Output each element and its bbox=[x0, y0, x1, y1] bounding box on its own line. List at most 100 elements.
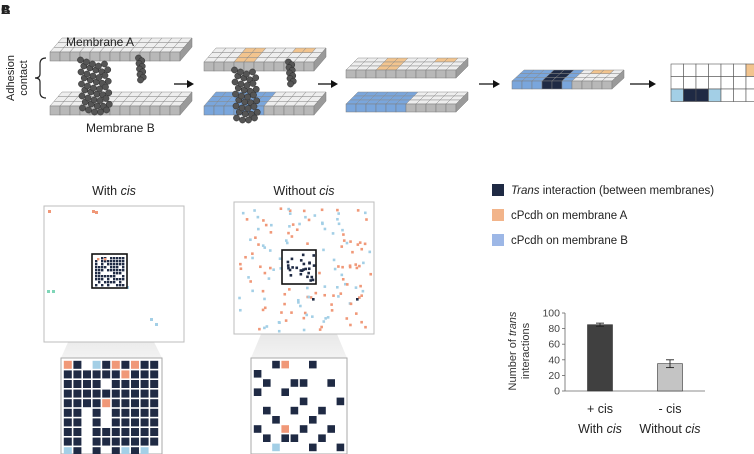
membrane-edge-cell bbox=[203, 105, 215, 116]
molecule bbox=[306, 242, 309, 245]
molecule bbox=[337, 295, 340, 298]
zoom-cell bbox=[263, 379, 271, 387]
result-cell bbox=[695, 76, 709, 90]
zoom-cell bbox=[150, 360, 159, 369]
molecule bbox=[253, 209, 256, 212]
zoom-cell bbox=[73, 408, 82, 417]
molecule bbox=[110, 275, 113, 278]
zoom-cell bbox=[281, 360, 289, 369]
molecule bbox=[279, 267, 283, 270]
cadherin-rod bbox=[237, 68, 249, 124]
cadherin-domain bbox=[77, 56, 84, 64]
membrane-edge-cell bbox=[139, 105, 151, 116]
membrane-edge-cell bbox=[551, 80, 563, 90]
molecule bbox=[302, 328, 306, 332]
zoom-cell bbox=[309, 443, 317, 452]
molecule bbox=[104, 281, 107, 284]
molecule bbox=[119, 278, 122, 281]
chart-y-tick-label: 60 bbox=[548, 339, 560, 351]
molecule bbox=[298, 222, 301, 226]
zoom-cell bbox=[336, 397, 345, 406]
zoom-cell bbox=[111, 418, 120, 427]
zoom-cell bbox=[131, 437, 139, 446]
zoom-cell bbox=[140, 408, 149, 417]
cadherin-domain bbox=[137, 76, 144, 84]
cadherin-domain bbox=[244, 93, 251, 101]
zoom-cell bbox=[102, 370, 111, 379]
molecule bbox=[98, 269, 101, 272]
molecule bbox=[330, 309, 334, 312]
legend-swatch-membrane-b bbox=[492, 234, 504, 246]
cadherin-domain bbox=[105, 89, 113, 97]
membrane-edge-cell bbox=[591, 80, 603, 90]
molecule bbox=[358, 264, 361, 268]
membrane-side bbox=[313, 47, 327, 72]
without-cis-molecules bbox=[238, 207, 373, 333]
membrane-edge-cell bbox=[303, 105, 315, 116]
molecule bbox=[286, 260, 290, 264]
molecule bbox=[95, 263, 98, 266]
molecule bbox=[342, 239, 346, 242]
molecule bbox=[308, 261, 311, 265]
molecule bbox=[320, 208, 324, 212]
molecule bbox=[290, 311, 293, 314]
membrane-side bbox=[455, 91, 469, 113]
membrane-edge-cell bbox=[355, 103, 367, 113]
molecule bbox=[113, 269, 116, 272]
zoom-cell bbox=[83, 380, 91, 388]
cadherin-domain bbox=[253, 97, 261, 105]
molecule bbox=[92, 210, 95, 213]
molecule bbox=[95, 266, 98, 269]
membrane-a-label: Membrane A bbox=[66, 35, 134, 49]
molecule bbox=[263, 326, 266, 330]
molecule bbox=[48, 210, 51, 213]
molecule bbox=[296, 298, 300, 302]
molecule bbox=[116, 272, 119, 275]
zoom-cell bbox=[121, 360, 130, 369]
molecule bbox=[312, 264, 316, 267]
stage2-membrane-a bbox=[203, 47, 327, 72]
molecule bbox=[110, 263, 113, 266]
zoom-cell bbox=[140, 380, 149, 388]
zoom-cell bbox=[121, 370, 130, 379]
molecule bbox=[354, 312, 358, 315]
molecule bbox=[116, 266, 119, 269]
molecule bbox=[356, 298, 359, 301]
result-cell bbox=[670, 76, 684, 90]
pipeline-arrow bbox=[630, 80, 656, 88]
membrane-edge-cell bbox=[395, 103, 407, 113]
molecule bbox=[101, 275, 104, 278]
molecule bbox=[104, 258, 107, 261]
membrane-edge-cell bbox=[293, 105, 305, 116]
molecule bbox=[119, 272, 122, 275]
without-cis-title: Without cis bbox=[273, 184, 334, 198]
membrane-edge-cell bbox=[273, 105, 285, 116]
zoom-cell bbox=[73, 360, 82, 369]
result-cell bbox=[708, 63, 722, 77]
with-cis-simulation bbox=[43, 205, 185, 343]
zoom-cell bbox=[131, 408, 139, 417]
zoom-cell bbox=[92, 399, 101, 408]
molecule bbox=[318, 328, 322, 331]
molecule bbox=[107, 269, 110, 272]
zoom-cell bbox=[140, 389, 149, 398]
molecule bbox=[122, 284, 125, 287]
cadherin-rod bbox=[243, 70, 255, 124]
membrane-edge-cell bbox=[263, 105, 275, 116]
membrane-side bbox=[179, 37, 193, 62]
zoom-cell bbox=[281, 388, 289, 396]
chart-y-tick-label: 100 bbox=[542, 308, 560, 320]
zoom-cell bbox=[83, 370, 91, 379]
adhesion-label-line1: Adhesion bbox=[5, 55, 17, 101]
zoom-cell bbox=[253, 388, 262, 396]
arrow-head bbox=[187, 80, 194, 88]
membrane-edge-cell bbox=[109, 105, 121, 116]
molecule bbox=[116, 257, 119, 260]
cadherin-domain bbox=[104, 66, 112, 74]
membrane-edge-cell bbox=[223, 105, 235, 116]
molecule bbox=[299, 272, 303, 276]
molecule bbox=[290, 235, 294, 238]
membrane-edge-cell bbox=[119, 105, 131, 116]
molecule bbox=[113, 260, 116, 263]
result-cell bbox=[683, 88, 697, 102]
